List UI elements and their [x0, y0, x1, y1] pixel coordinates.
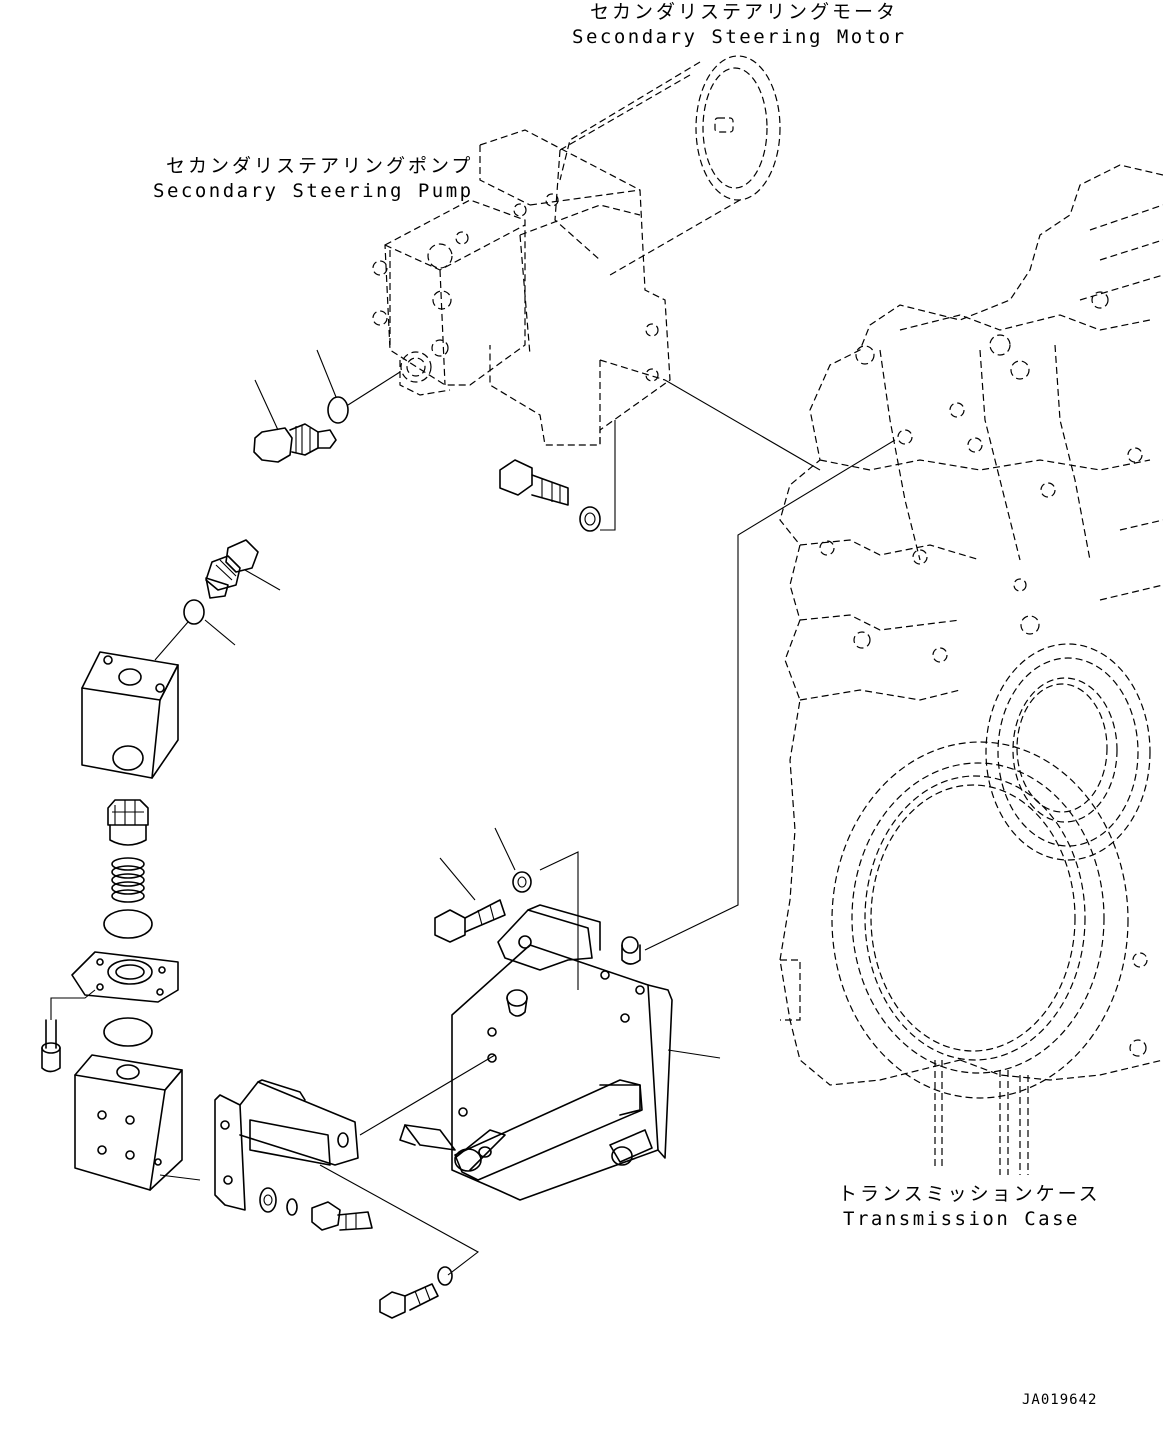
mounting-bolt: [434, 827, 579, 990]
pump-label-jp: セカンダリステアリングポンプ: [166, 155, 474, 177]
transmission-case: [779, 164, 1163, 1175]
lower-bolt: [379, 1266, 453, 1319]
motor-label-jp: セカンダリステアリングモータ: [590, 1, 899, 23]
flange-plate: [71, 951, 179, 1003]
pump-bolt: [499, 420, 616, 532]
secondary-steering-pump: [372, 129, 671, 446]
valve-block-lower: [74, 1054, 201, 1191]
motor-label-en: Secondary Steering Motor: [572, 26, 907, 48]
pump-label-en: Secondary Steering Pump: [153, 180, 474, 202]
valve-block-upper: [81, 651, 179, 779]
relief-valve-plug: [107, 799, 149, 846]
secondary-steering-motor: [554, 55, 781, 276]
case-label-jp: トランスミッションケース: [838, 1183, 1101, 1205]
case-label-en: Transmission Case: [843, 1208, 1080, 1230]
valve-spring: [111, 857, 145, 903]
pressure-sensor-lower: [154, 539, 281, 661]
o-ring-lower: [103, 1017, 153, 1047]
angle-bracket: [214, 1054, 496, 1211]
controller-bracket: [399, 904, 721, 1201]
leader-pump-case: [664, 379, 821, 471]
socket-bolt: [41, 989, 96, 1073]
pressure-sensor-upper: [253, 349, 401, 463]
drawing-code: JA019642: [1022, 1392, 1098, 1408]
bracket-washers-bolt: [259, 1164, 480, 1276]
leader-bracket-case: [644, 439, 896, 951]
o-ring-upper: [103, 909, 153, 939]
